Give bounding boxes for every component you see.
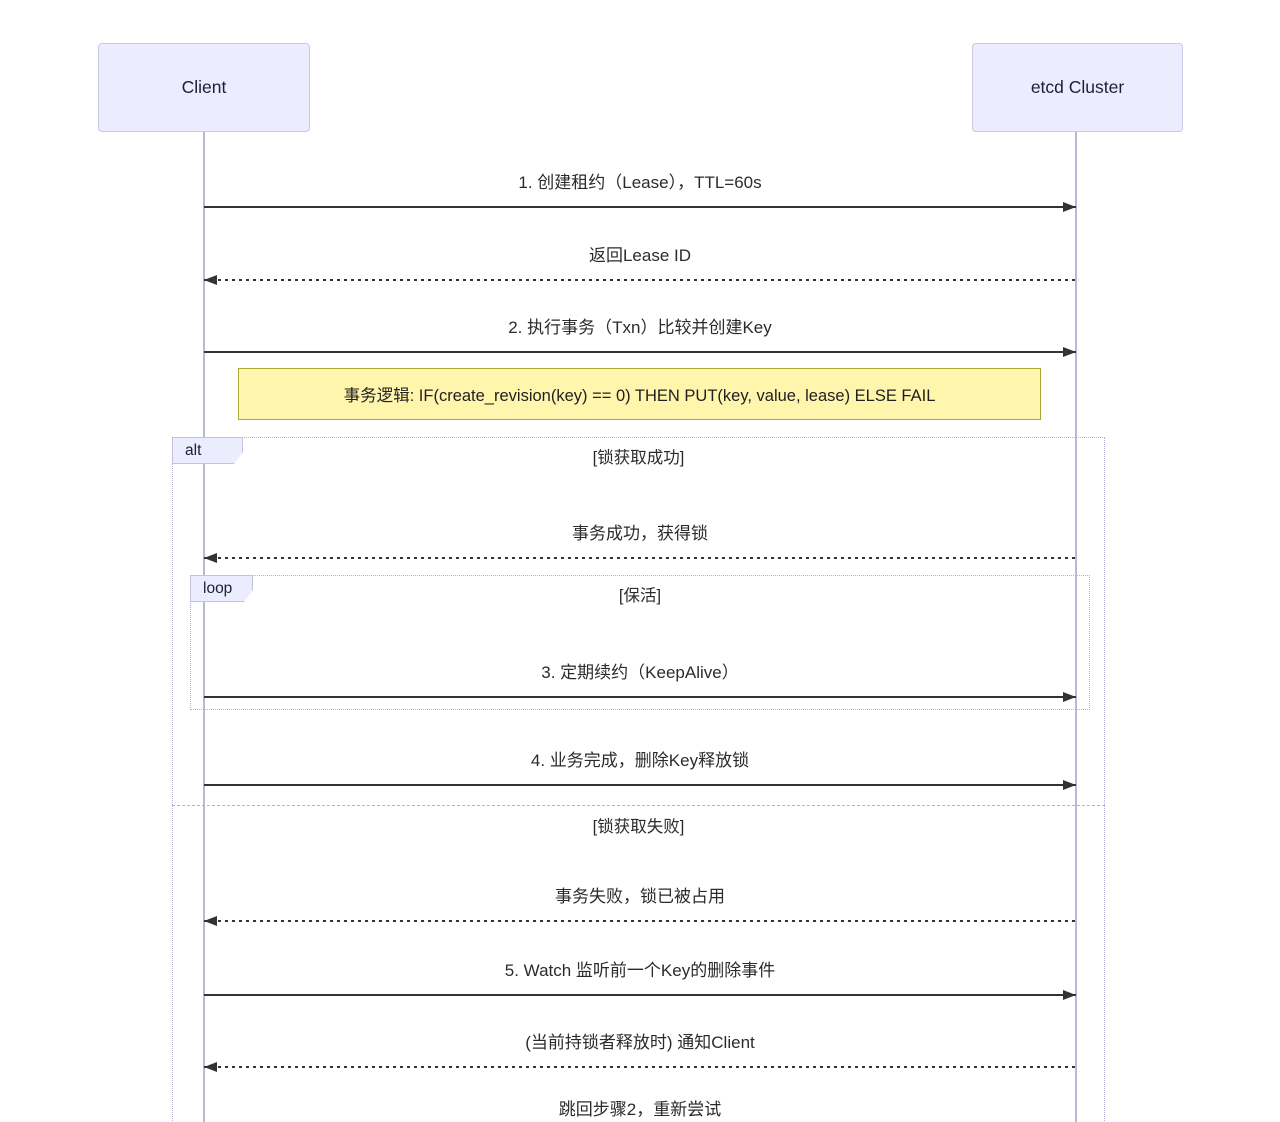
message-label: 返回Lease ID	[588, 246, 692, 265]
message-label: 2. 执行事务（Txn）比较并创建Key	[508, 318, 772, 337]
loop-condition: [保活]	[618, 587, 662, 605]
arrowhead-right-icon	[1063, 990, 1076, 1000]
transaction-logic-note: 事务逻辑: IF(create_revision(key) == 0) THEN…	[238, 368, 1041, 420]
message-arrow-line	[204, 994, 1076, 996]
arrowhead-right-icon	[1063, 692, 1076, 702]
actor-etcd-box: etcd Cluster	[972, 43, 1183, 132]
alt-frame	[172, 437, 1105, 1122]
message-label: 1. 创建租约（Lease），TTL=60s	[518, 173, 762, 192]
message-arrow-line	[204, 920, 1076, 922]
arrowhead-left-icon	[204, 1062, 217, 1072]
message-label: (当前持锁者释放时) 通知Client	[525, 1033, 755, 1052]
message-arrow-line	[204, 696, 1076, 698]
actor-client-label: Client	[181, 77, 227, 97]
arrowhead-right-icon	[1063, 202, 1076, 212]
message-arrow-line	[204, 557, 1076, 559]
arrowhead-left-icon	[204, 553, 217, 563]
message-label: 跳回步骤2，重新尝试	[558, 1100, 722, 1119]
arrowhead-left-icon	[204, 275, 217, 285]
message-label: 事务失败，锁已被占用	[555, 887, 725, 906]
message-label: 5. Watch 监听前一个Key的删除事件	[504, 961, 776, 980]
arrowhead-left-icon	[204, 916, 217, 926]
alt-label-tab: alt	[172, 437, 243, 464]
arrowhead-right-icon	[1063, 780, 1076, 790]
message-arrow-line	[204, 1066, 1076, 1068]
alt-condition-success: [锁获取成功]	[592, 449, 685, 467]
message-label: 事务成功，获得锁	[572, 524, 708, 543]
transaction-logic-note-text: 事务逻辑: IF(create_revision(key) == 0) THEN…	[343, 387, 936, 405]
alt-condition-fail: [锁获取失败]	[592, 818, 685, 836]
actor-etcd-label: etcd Cluster	[1030, 77, 1125, 97]
message-label: 4. 业务完成，删除Key释放锁	[530, 751, 750, 770]
loop-frame	[190, 575, 1090, 710]
alt-divider	[172, 805, 1105, 806]
message-arrow-line	[204, 279, 1076, 281]
loop-label-tab: loop	[190, 575, 253, 602]
lifeline-etcd	[1075, 132, 1077, 1122]
actor-client-box: Client	[98, 43, 310, 132]
message-label: 3. 定期续约（KeepAlive）	[541, 663, 739, 682]
arrowhead-right-icon	[1063, 347, 1076, 357]
lifeline-client	[203, 132, 205, 1122]
message-arrow-line	[204, 206, 1076, 208]
message-arrow-line	[204, 784, 1076, 786]
message-arrow-line	[204, 351, 1076, 353]
